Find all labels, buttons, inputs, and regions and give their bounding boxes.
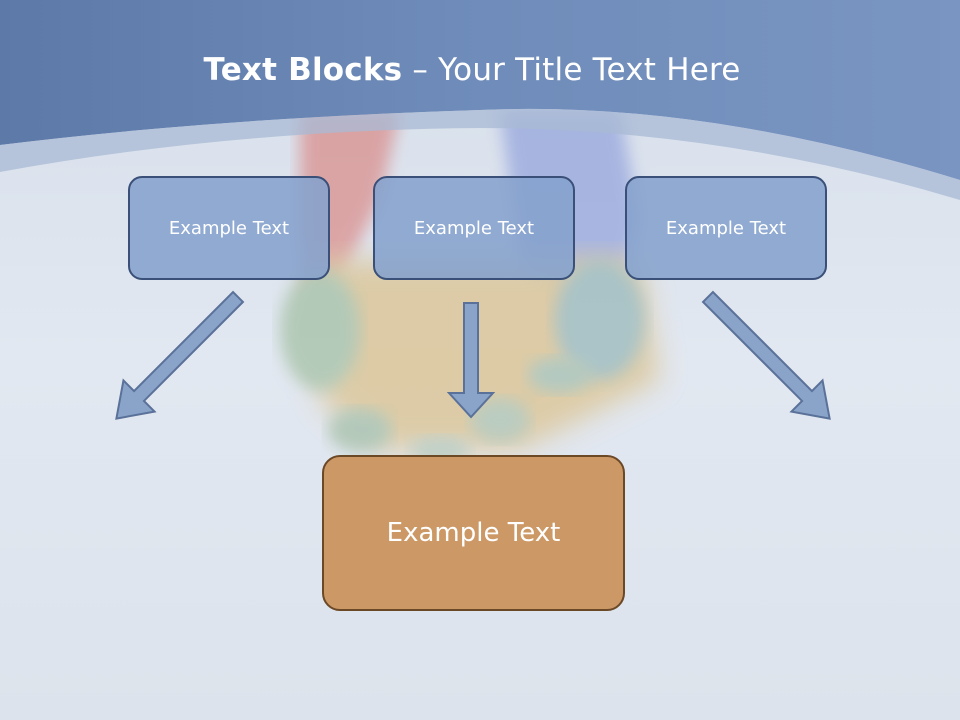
slide-title: Text Blocks – Your Title Text Here [0, 52, 944, 88]
title-dash: – [402, 52, 439, 88]
header-swoosh [0, 108, 960, 200]
text-block-1: Example Text [128, 176, 330, 280]
title-bold: Text Blocks [203, 52, 403, 88]
title-rest: Your Title Text Here [438, 52, 741, 88]
arrow-center [446, 302, 496, 419]
text-block-2: Example Text [373, 176, 575, 280]
arrow-right [701, 290, 831, 420]
arrow-left [115, 290, 245, 420]
result-block: Example Text [322, 455, 625, 611]
header-band [0, 0, 960, 180]
text-block-3: Example Text [625, 176, 827, 280]
